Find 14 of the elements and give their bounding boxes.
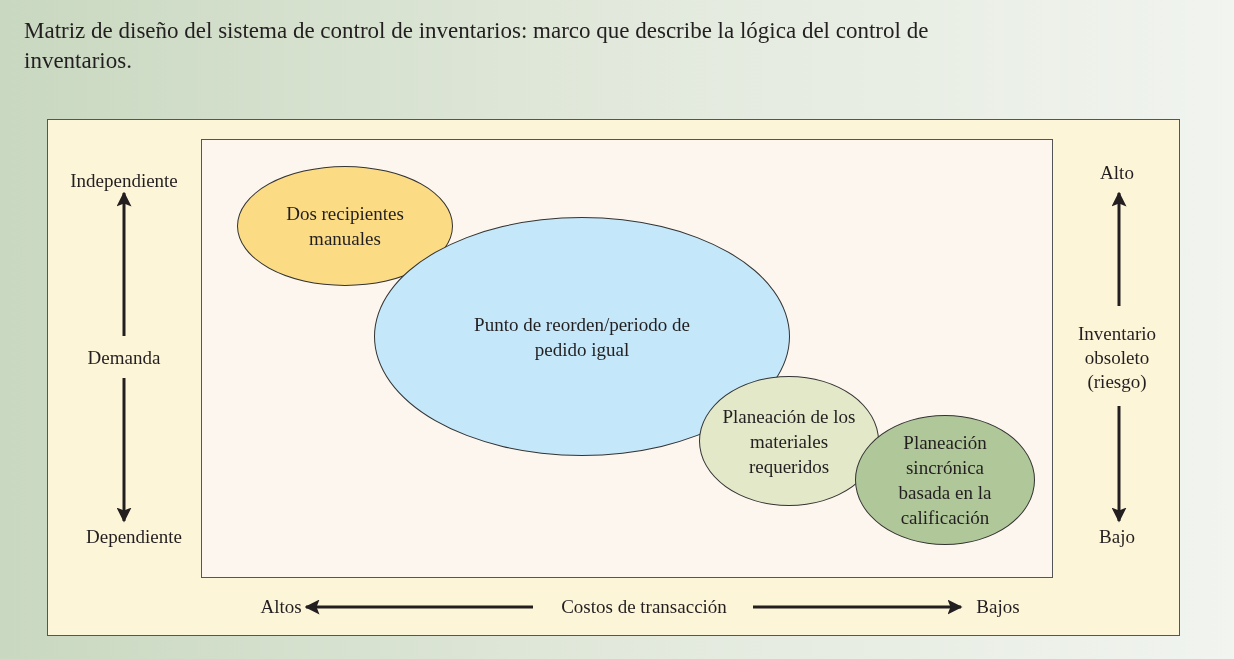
axis-label: Demanda [86, 346, 162, 370]
axis-label: Independiente [69, 169, 179, 193]
axis-label: Bajos [975, 595, 1021, 619]
axis-label: Costos de transacción [560, 595, 728, 619]
ellipse-label: Planeación de los materiales requeridos [721, 404, 857, 479]
axis-label: Alto [1099, 161, 1135, 185]
axis-label: Altos [259, 595, 303, 619]
ellipse-label: Dos recipientes manuales [285, 202, 405, 251]
ellipse-label: Planeación sincrónica basada en la calificación [897, 431, 993, 530]
ellipse-label: Punto de reorden/periodo de pedido igual [473, 312, 691, 362]
axis-label: Bajo [1098, 525, 1136, 549]
axis-label: Dependiente [85, 525, 183, 549]
figure-title: Matriz de diseño del sistema de control de inventarios: marco que describe la lógica del control de inventarios. [24, 17, 930, 75]
axis-label: Inventario obsoleto (riesgo) [1076, 322, 1158, 394]
